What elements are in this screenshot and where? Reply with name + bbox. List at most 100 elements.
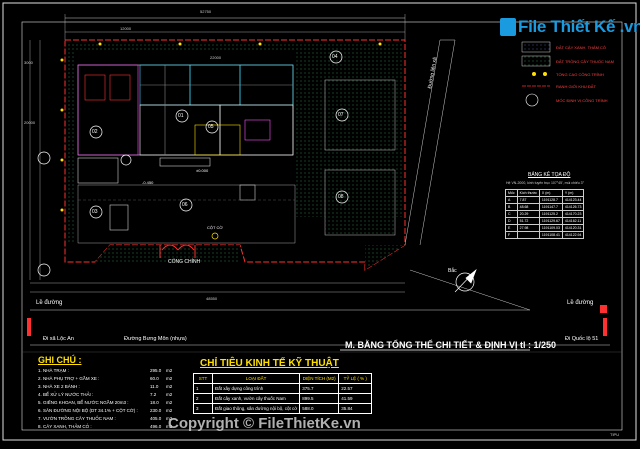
note-value: 11.0: [150, 384, 159, 389]
note-value: 496.0: [150, 424, 162, 429]
note-value: 405.0: [150, 416, 162, 421]
dim-bottom-total: 48550: [206, 296, 218, 301]
table-cell: 588.0: [299, 403, 340, 414]
econ-header: STT: [193, 373, 213, 384]
table-cell: F: [505, 231, 518, 239]
zone-06: 06: [182, 202, 188, 208]
note-value: 18.0: [150, 400, 159, 405]
coord-header: X (m): [538, 189, 563, 197]
dim-left-b: 20000: [24, 120, 36, 125]
elevation-a: ±0.000: [196, 168, 209, 173]
road-label-left: Lề đường: [36, 300, 63, 306]
table-cell: 1191129.67: [538, 217, 563, 225]
table-cell: A: [505, 196, 518, 204]
note-value: 230.0: [150, 408, 162, 413]
table-cell: Đất cây xanh, vườn cây thuốc Nam: [211, 393, 301, 404]
legend-label-lawn: ĐẤT CÂY XANH, THẢM CỎ: [556, 45, 607, 50]
note-label: 3. NHÀ XE 2 BÁNH :: [38, 384, 80, 389]
trees: [60, 42, 382, 212]
table-row: 3 Đất giao thông, sân đường nội bộ, cột …: [193, 403, 373, 414]
main-building: [77, 64, 294, 156]
note-unit: m2: [166, 376, 173, 381]
dim-top-total: 52750: [200, 9, 212, 14]
note-unit: m2: [166, 416, 173, 421]
note-value: 60.0: [150, 376, 159, 381]
table-cell: 414162.11: [561, 217, 585, 225]
table-cell: 27.98: [516, 224, 540, 232]
site-boundary: [64, 39, 406, 271]
coord-header: Y (m): [561, 189, 585, 197]
note-unit: m2: [166, 400, 173, 405]
table-cell: [516, 231, 540, 239]
table-row: E 27.98 1191109.03 414120.31: [505, 224, 585, 232]
legend-label-marker: MỐC ĐỊNH VỊ CÔNG TRÌNH: [556, 98, 608, 103]
logo-text: File Thiết Kế .vn: [518, 17, 640, 36]
site-logo: File Thiết Kế .vn: [500, 14, 640, 42]
north-label: Bắc: [448, 268, 457, 274]
coord-header: Mốc: [505, 189, 518, 197]
street-right: Đi Quốc lộ 51: [565, 336, 599, 342]
side-road: [404, 39, 441, 246]
note-unit: m2: [166, 392, 173, 397]
zone-04: 04: [332, 54, 338, 60]
street-left: Đi xã Lộc An: [43, 336, 74, 342]
table-cell: Đất giao thông, sân đường nội bộ, cột cờ: [211, 403, 301, 414]
table-cell: 22.57: [338, 383, 373, 394]
dim-top-a: 12000: [120, 26, 132, 31]
note-unit: m2: [166, 408, 173, 413]
table-cell: 2: [193, 393, 213, 404]
gate-label: CỔNG CHÍNH: [168, 259, 201, 265]
north-arrow: [454, 268, 477, 293]
status-tag: TIPU: [610, 432, 620, 437]
table-cell: 3: [193, 403, 213, 414]
notes-title: GHI CHÚ :: [38, 355, 82, 365]
inner-frame: [21, 21, 623, 431]
copyright-watermark: Copyright © FileThietKe.vn: [168, 415, 361, 432]
water-tank: [239, 184, 256, 201]
note-label: 8. CÂY XANH, THẢM CỎ :: [38, 424, 92, 429]
dim-left-a: 3000: [24, 60, 33, 65]
dim-top-b: 22000: [210, 55, 222, 60]
table-cell: 35.84: [338, 403, 373, 414]
table-cell: 51.72: [516, 217, 540, 225]
coord-header: Kích thước: [516, 189, 540, 197]
note-label: 6. SÂN ĐƯỜNG NỘI BỘ (DT 34.1% + CỘT CỜ) …: [38, 408, 138, 413]
table-cell: E: [505, 224, 518, 232]
table-cell: 1191109.03: [538, 224, 563, 232]
table-row: A 7.87 1191128.7 414123.44: [505, 196, 585, 204]
note-unit: m2: [166, 424, 173, 429]
econ-table: STT LOẠI ĐẤT DIỆN TÍCH (M2) TỶ LỆ ( % ) …: [193, 373, 373, 414]
road-label-right: Lề đường: [567, 300, 594, 306]
table-cell: 414126.73: [561, 203, 585, 211]
table-cell: 414170.23: [561, 210, 585, 218]
legend-label-herb: ĐẤT TRỒNG CÂY THUỐC NAM: [556, 59, 614, 64]
coord-table-title: BẢNG KÊ TỌA ĐỘ: [528, 172, 571, 178]
zone-02: 02: [92, 129, 98, 135]
note-unit: m2: [166, 384, 173, 389]
bike-shed: [109, 204, 129, 231]
econ-header: LOẠI ĐẤT: [211, 373, 301, 384]
zone-01: 01: [178, 113, 184, 119]
table-cell: B: [505, 203, 518, 211]
table-cell: 414122.94: [561, 231, 585, 239]
logo-mark-icon: [500, 18, 516, 36]
table-cell: 20.29: [516, 210, 540, 218]
zone-05: 05: [208, 124, 214, 130]
table-row: 1 Đất xây dựng công trình 375.7 22.57: [193, 383, 373, 394]
note-value: 7.2: [150, 392, 157, 397]
table-cell: 899.5: [299, 393, 340, 404]
table-cell: 41.59: [338, 393, 373, 404]
note-label: 1. NHÀ TRẠM :: [38, 368, 69, 373]
table-cell: 1191147.7: [538, 203, 563, 211]
table-cell: 414123.44: [561, 196, 585, 204]
table-cell: 1191125.2: [538, 210, 563, 218]
legend-label-boundary: RANH GIỚI KHU ĐẤT: [556, 84, 596, 89]
legend-label-height: TỔNG CAO CÔNG TRÌNH: [556, 72, 604, 77]
econ-header: TỶ LỆ ( % ): [338, 373, 373, 384]
table-cell: 7.87: [516, 196, 540, 204]
note-unit: m2: [166, 368, 173, 373]
herb-garden-2: [324, 169, 396, 236]
zone-markers: [37, 50, 349, 277]
note-label: 2. NHÀ PHỤ TRỢ + GẦM XE :: [38, 376, 100, 381]
table-cell: 1191108.41: [538, 231, 563, 239]
